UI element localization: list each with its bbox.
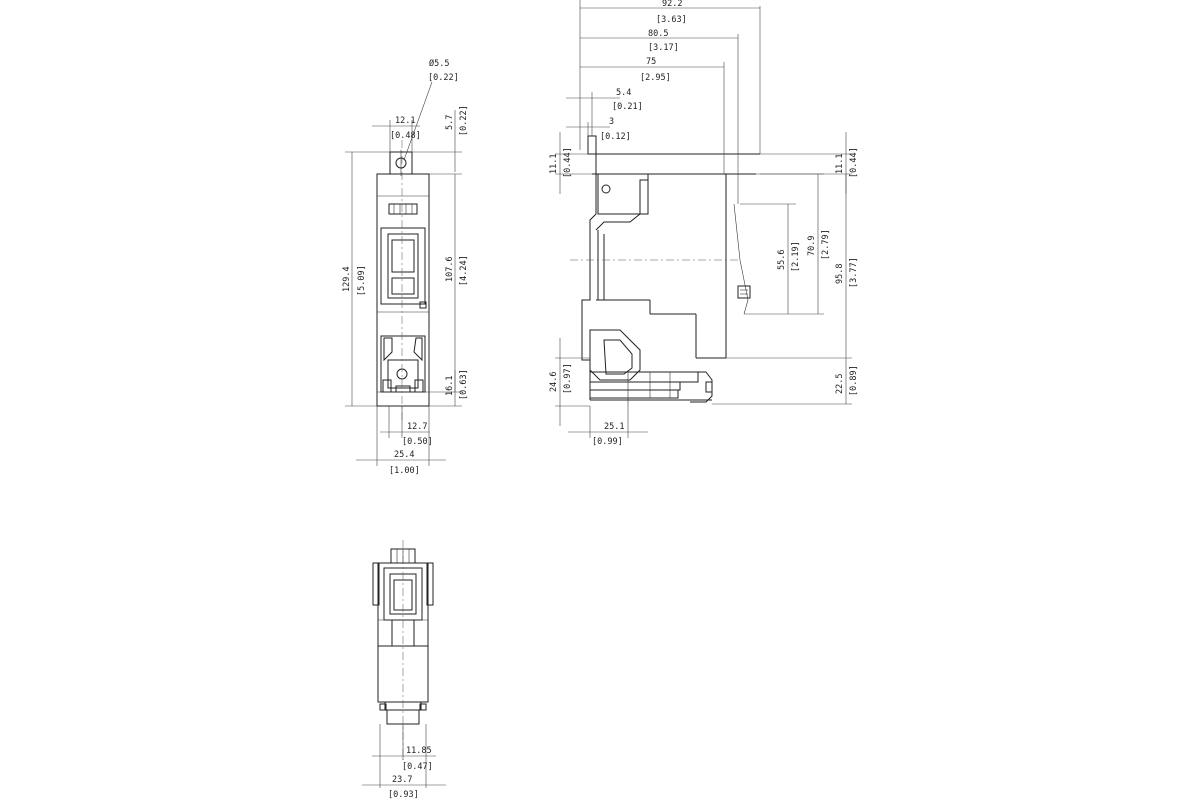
- h-inner-label: 55.6: [777, 250, 787, 270]
- foot-label: 25.1: [604, 422, 624, 432]
- base-left-inch-label: [0.97]: [563, 363, 573, 394]
- lower-height-inch-label: [0.63]: [459, 369, 469, 400]
- top-left-inch-label: [0.44]: [563, 147, 573, 178]
- front-view: Ø5.5 [0.22] 12.1 [0.48] 5.7 [0.22] 129.4…: [342, 58, 469, 476]
- half-width-inch-label: [0.47]: [402, 762, 433, 772]
- top-offset-label: 5.7: [445, 115, 455, 130]
- full-width-label: 23.7: [392, 775, 412, 785]
- base-left-label: 24.6: [549, 372, 559, 392]
- top-right-inch-label: [0.44]: [849, 147, 859, 178]
- top-offset-inch-label: [0.22]: [459, 105, 469, 136]
- depth-total-label: 92.2: [662, 0, 682, 9]
- lower-height-label: 16.1: [445, 376, 455, 396]
- base-right-label: 22.5: [835, 374, 845, 394]
- top-right-label: 11.1: [835, 154, 845, 174]
- depth-mid-inch-label: [3.17]: [648, 43, 679, 53]
- h-mid-inch-label: [2.79]: [821, 229, 831, 260]
- full-width-inch-label: [0.93]: [388, 790, 419, 800]
- top-width-inch-label: [0.48]: [390, 131, 421, 141]
- half-width-label: 11.85: [406, 746, 432, 756]
- body-height-label: 107.6: [445, 256, 455, 282]
- depth-mid-label: 80.5: [648, 29, 668, 39]
- offset-b-label: 3: [609, 117, 614, 127]
- total-height-label: 129.4: [342, 266, 352, 292]
- hole-diameter-label: Ø5.5: [429, 58, 449, 69]
- offset-a-inch-label: [0.21]: [612, 102, 643, 112]
- body-height-inch-label: [4.24]: [459, 255, 469, 286]
- side-view: 92.2 [3.63] 80.5 [3.17] 75 [2.95] 5.4 [0…: [549, 0, 859, 447]
- h-mid-label: 70.9: [807, 236, 817, 256]
- center-width-label: 12.7: [407, 422, 427, 432]
- total-height-inch-label: [5.09]: [357, 265, 367, 296]
- total-width-inch-label: [1.00]: [389, 466, 420, 476]
- h-total-inch-label: [3.77]: [849, 257, 859, 288]
- h-inner-inch-label: [2.19]: [791, 241, 801, 272]
- bottom-view: 11.85 [0.47] 23.7 [0.93]: [362, 540, 446, 800]
- foot-inch-label: [0.99]: [592, 437, 623, 447]
- depth-total-inch-label: [3.63]: [656, 15, 687, 25]
- offset-a-label: 5.4: [616, 88, 631, 98]
- h-total-label: 95.8: [835, 264, 845, 284]
- top-left-label: 11.1: [549, 154, 559, 174]
- total-width-label: 25.4: [394, 450, 414, 460]
- hole-diameter-inch-label: [0.22]: [428, 73, 459, 83]
- top-width-label: 12.1: [395, 116, 415, 126]
- depth-rail-label: 75: [646, 57, 656, 67]
- center-width-inch-label: [0.50]: [402, 437, 433, 447]
- offset-b-inch-label: [0.12]: [600, 132, 631, 142]
- depth-rail-inch-label: [2.95]: [640, 73, 671, 83]
- base-right-inch-label: [0.89]: [849, 365, 859, 396]
